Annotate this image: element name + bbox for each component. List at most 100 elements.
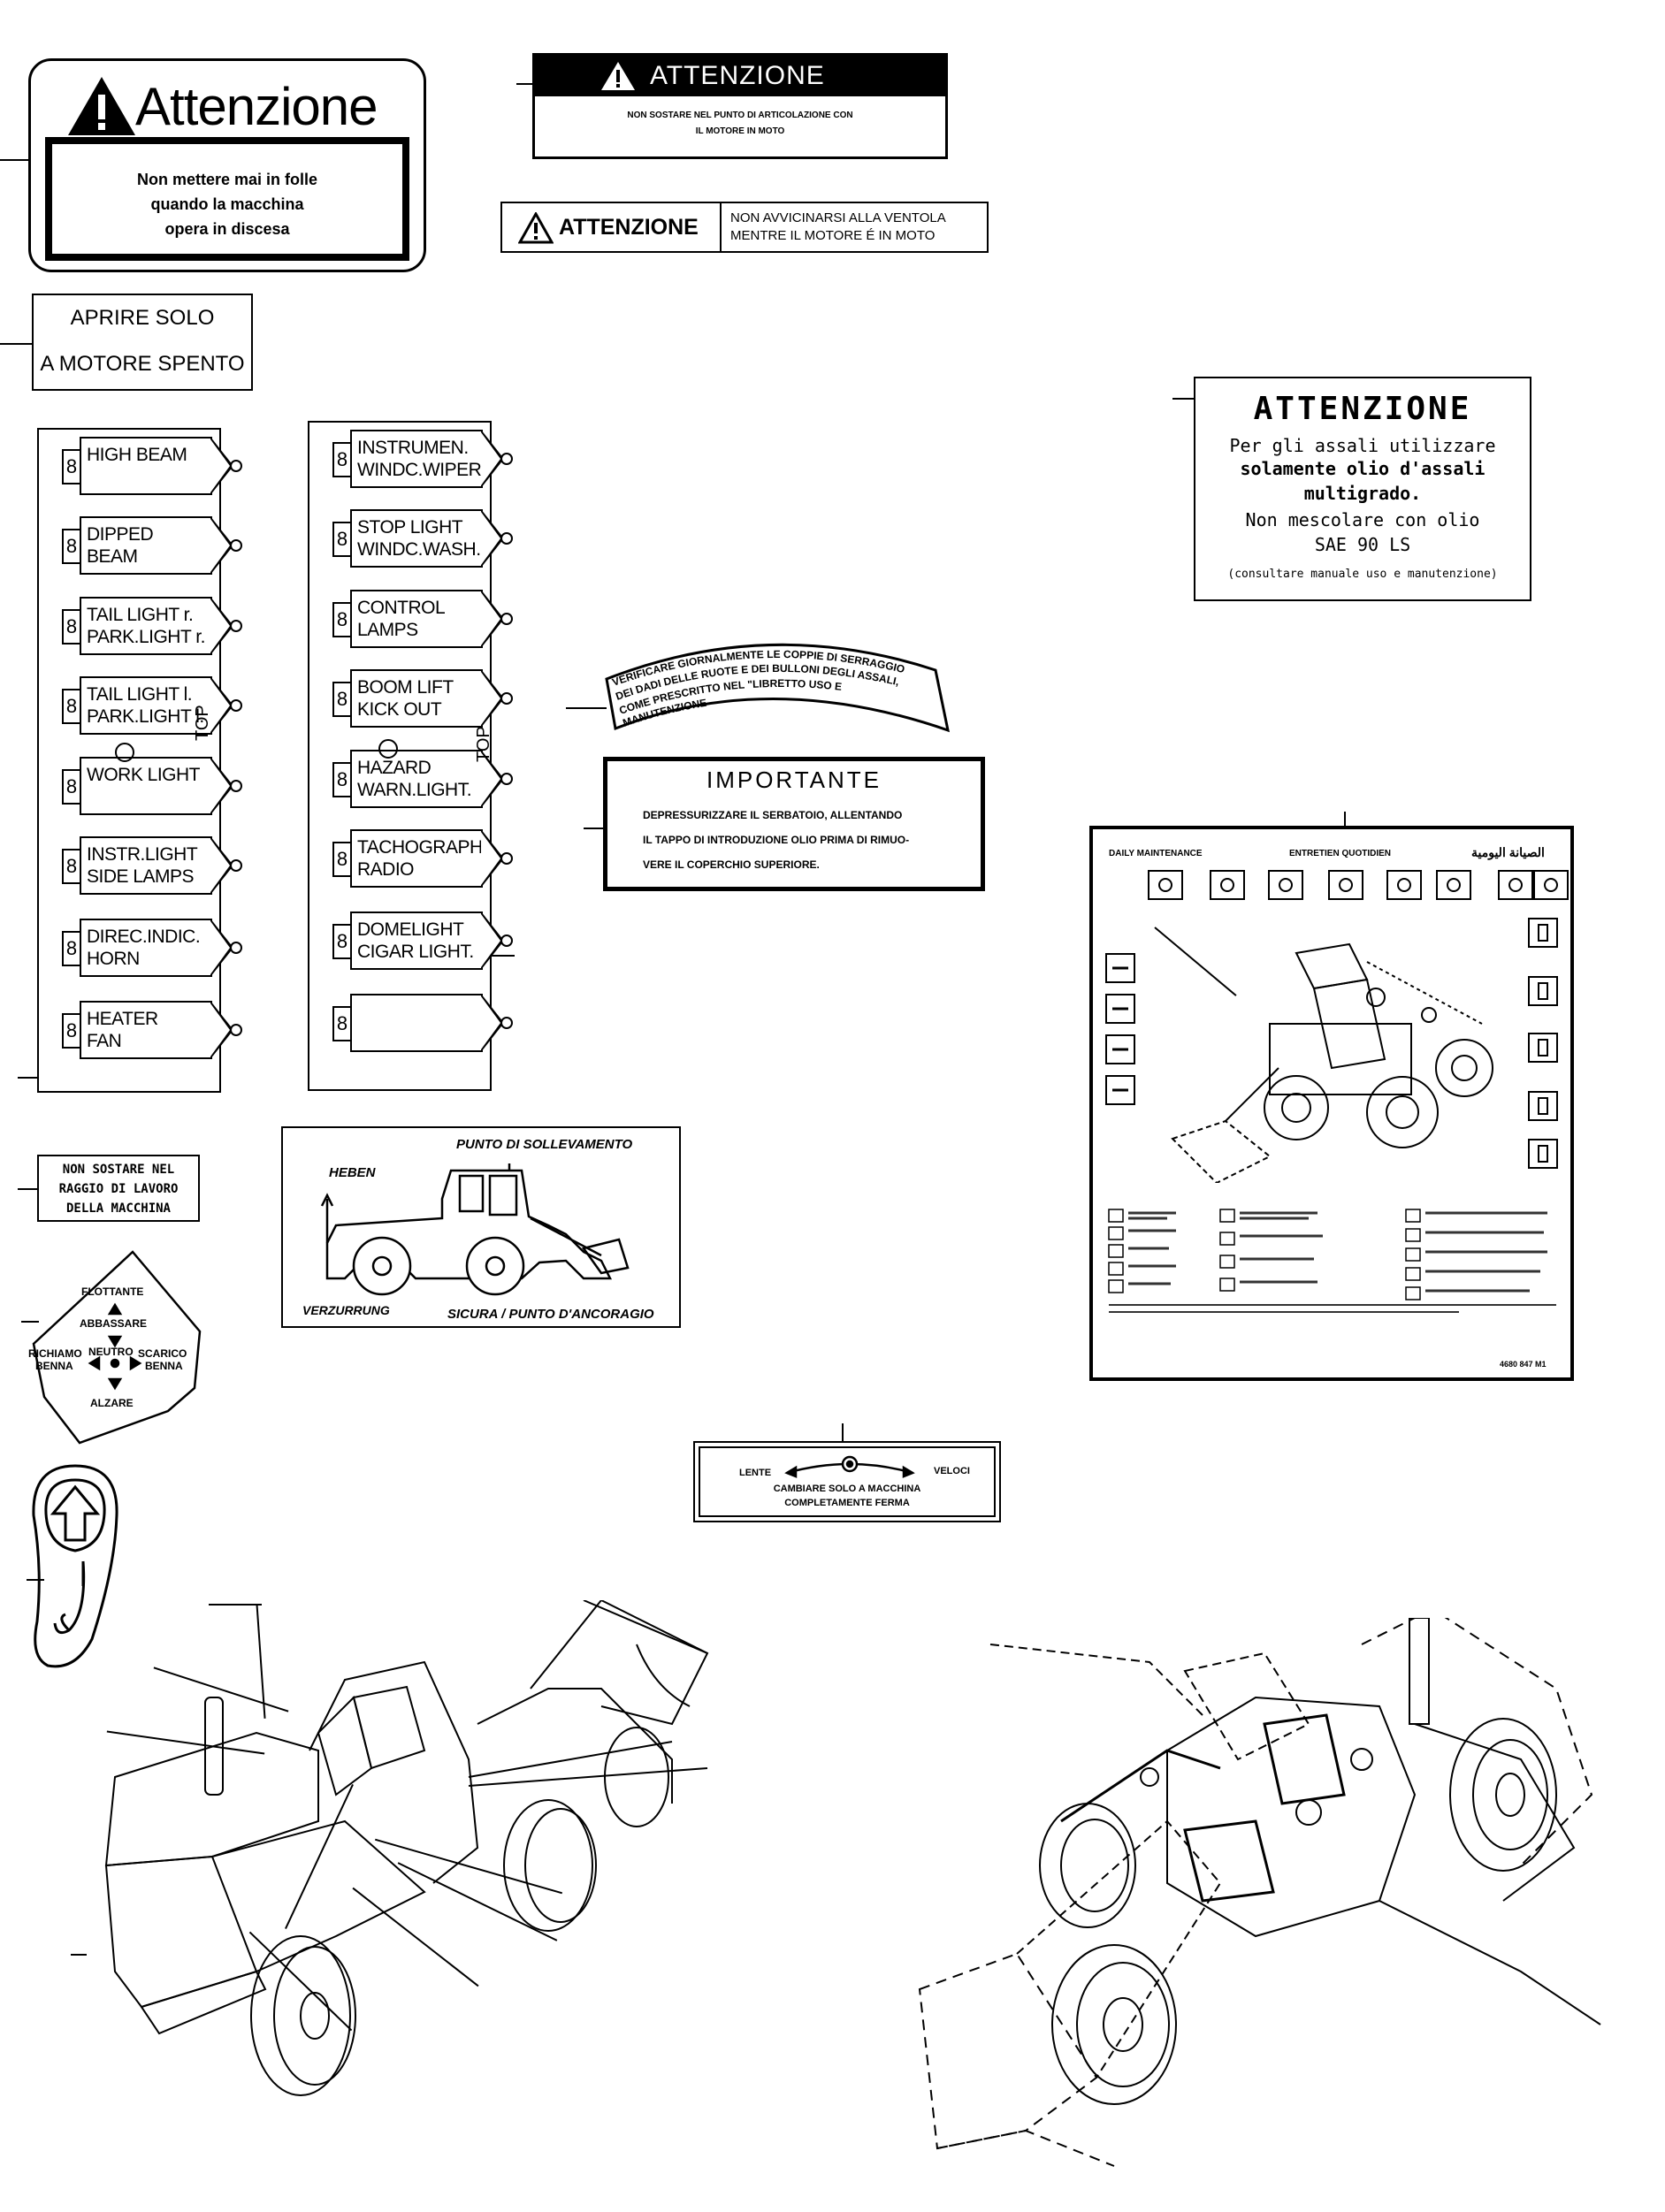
fuse-ring-icon <box>500 772 513 785</box>
fuse-ring-icon <box>500 452 513 465</box>
axle-oil-decal: ATTENZIONE Per gli assali utilizzare sol… <box>1194 377 1531 601</box>
fuse-ring-icon <box>230 539 242 553</box>
fuse-circuit-line: STOP LIGHT <box>357 517 463 538</box>
fuse-ring-icon <box>230 699 242 713</box>
maintenance-symbol-icon <box>1498 870 1533 900</box>
fuse-circuit-line: DOMELIGHT <box>357 919 464 941</box>
message-line: Per gli assali utilizzare <box>1229 435 1496 456</box>
fuse-circuit-line: BEAM <box>87 546 138 568</box>
fuse-circuit-line: HAZARD <box>357 757 432 778</box>
maintenance-symbol-icon <box>1210 870 1245 900</box>
fuse-rating: 8 <box>62 689 81 725</box>
fuse-circuit-line: RADIO <box>357 859 415 881</box>
daily-maintenance-decal: DAILY MAINTENANCE ENTRETIEN QUOTIDIEN ال… <box>1089 826 1574 1381</box>
fuse-circuit-label: HIGH BEAM <box>80 436 212 495</box>
fuse-circuit-line: WINDC.WIPER <box>357 459 482 480</box>
fuse-ring-icon <box>500 1016 513 1029</box>
fuse-rating: 8 <box>62 448 81 484</box>
attenzione-decal: Attenzione Non mettere mai in folle quan… <box>28 58 426 272</box>
maintenance-symbol-icon <box>1386 870 1422 900</box>
fuse-rating: 8 <box>332 601 352 637</box>
decal-title: ATTENZIONE <box>650 61 825 90</box>
fuse-rating: 8 <box>62 768 81 805</box>
fuse-ring-icon <box>500 532 513 545</box>
maintenance-symbol-icon <box>1528 918 1558 948</box>
message-line: RAGGIO DI LAVORO <box>58 1182 179 1196</box>
top-label: TOP <box>193 705 212 741</box>
message-line: Non mescolare con olio <box>1245 509 1480 530</box>
loader-decal-locations-drawing <box>53 1598 725 2131</box>
message-line: NON SOSTARE NEL <box>62 1163 175 1177</box>
lift-point-label: PUNTO DI SOLLEVAMENTO <box>456 1137 633 1152</box>
fuse-rating: 8 <box>332 924 352 960</box>
fuse-circuit-label: TAIL LIGHT r.PARK.LIGHT r. <box>80 596 212 655</box>
message-line: MENTRE IL MOTORE É IN MOTO <box>730 228 936 243</box>
message-line: COMPLETAMENTE FERMA <box>784 1498 910 1508</box>
fuse-circuit-line: TAIL LIGHT l. <box>87 684 193 706</box>
fuse-rating: 8 <box>332 522 352 558</box>
heading-en: DAILY MAINTENANCE <box>1109 849 1203 858</box>
fuse-ring-icon <box>230 459 242 472</box>
fuse-ring-icon <box>500 692 513 706</box>
maintenance-symbol-icon <box>1528 1033 1558 1063</box>
fuse-ring-icon <box>500 852 513 866</box>
veloci-label: VELOCI <box>934 1466 970 1476</box>
decal-header: ATTENZIONE <box>535 56 945 96</box>
fuse-ring-icon <box>500 934 513 948</box>
fuse-rating: 8 <box>332 761 352 797</box>
articulation-warning-decal: ATTENZIONE NON SOSTARE NEL PUNTO DI ARTI… <box>532 53 948 159</box>
fuse-rating: 8 <box>332 1005 352 1041</box>
fuse-rating: 8 <box>62 1012 81 1049</box>
message-line: SAE 90 LS <box>1314 534 1411 555</box>
message-line: DELLA MACCHINA <box>65 1201 171 1216</box>
scarico-label: SCARICO <box>138 1347 187 1360</box>
lifting-hook-decal <box>30 1462 120 1674</box>
warning-triangle-icon <box>600 61 636 91</box>
fuse-ring-icon <box>500 612 513 625</box>
message-line: Non mettere mai in folle <box>136 171 318 188</box>
warning-triangle-outline-icon <box>517 210 554 244</box>
maintenance-symbol-icon <box>1105 1075 1135 1105</box>
loader-side-view <box>318 1146 654 1296</box>
maintenance-symbol-icon <box>1268 870 1303 900</box>
loader-illustration <box>1164 918 1500 1185</box>
part-number: 4680 847 M1 <box>1500 1360 1547 1369</box>
top-label: TOP <box>474 726 493 762</box>
loader-perspective-drawing <box>884 1607 1609 2175</box>
fuse-rating: 8 <box>62 529 81 565</box>
speed-dial-icon <box>783 1453 916 1480</box>
fuse-circuit-line: TAIL LIGHT r. <box>87 604 194 625</box>
fuse-rating: 8 <box>62 931 81 967</box>
fuse-circuit-line: PARK.LIGHT l. <box>87 706 204 728</box>
lifting-point-decal: PUNTO DI SOLLEVAMENTO HEBEN VERZURRUNG S… <box>281 1126 681 1328</box>
fuse-circuit-line: WINDC.WASH. <box>357 539 481 561</box>
verzurrung-label: VERZURRUNG <box>302 1303 390 1317</box>
fuse-rating: 8 <box>332 441 352 477</box>
message-line: multigrado. <box>1303 483 1422 504</box>
benna-left-label: BENNA <box>35 1360 73 1372</box>
fuse-circuit-line: INSTR.LIGHT <box>87 844 198 866</box>
fuse-ring-icon <box>230 942 242 955</box>
message-line: VERE IL COPERCHIO SUPERIORE. <box>643 858 820 871</box>
neutro-label: NEUTRO <box>88 1346 134 1358</box>
maintenance-symbol-icon <box>1105 994 1135 1024</box>
non-sostare-decal: NON SOSTARE NEL RAGGIO DI LAVORO DELLA M… <box>37 1155 200 1222</box>
attenzione-title: Attenzione <box>135 77 378 136</box>
message-line: A MOTORE SPENTO <box>40 352 245 376</box>
decal-title: ATTENZIONE <box>1253 391 1472 427</box>
fuse-circuit-label <box>350 993 483 1052</box>
fuse-circuit-line: TACHOGRAPH <box>357 837 483 858</box>
